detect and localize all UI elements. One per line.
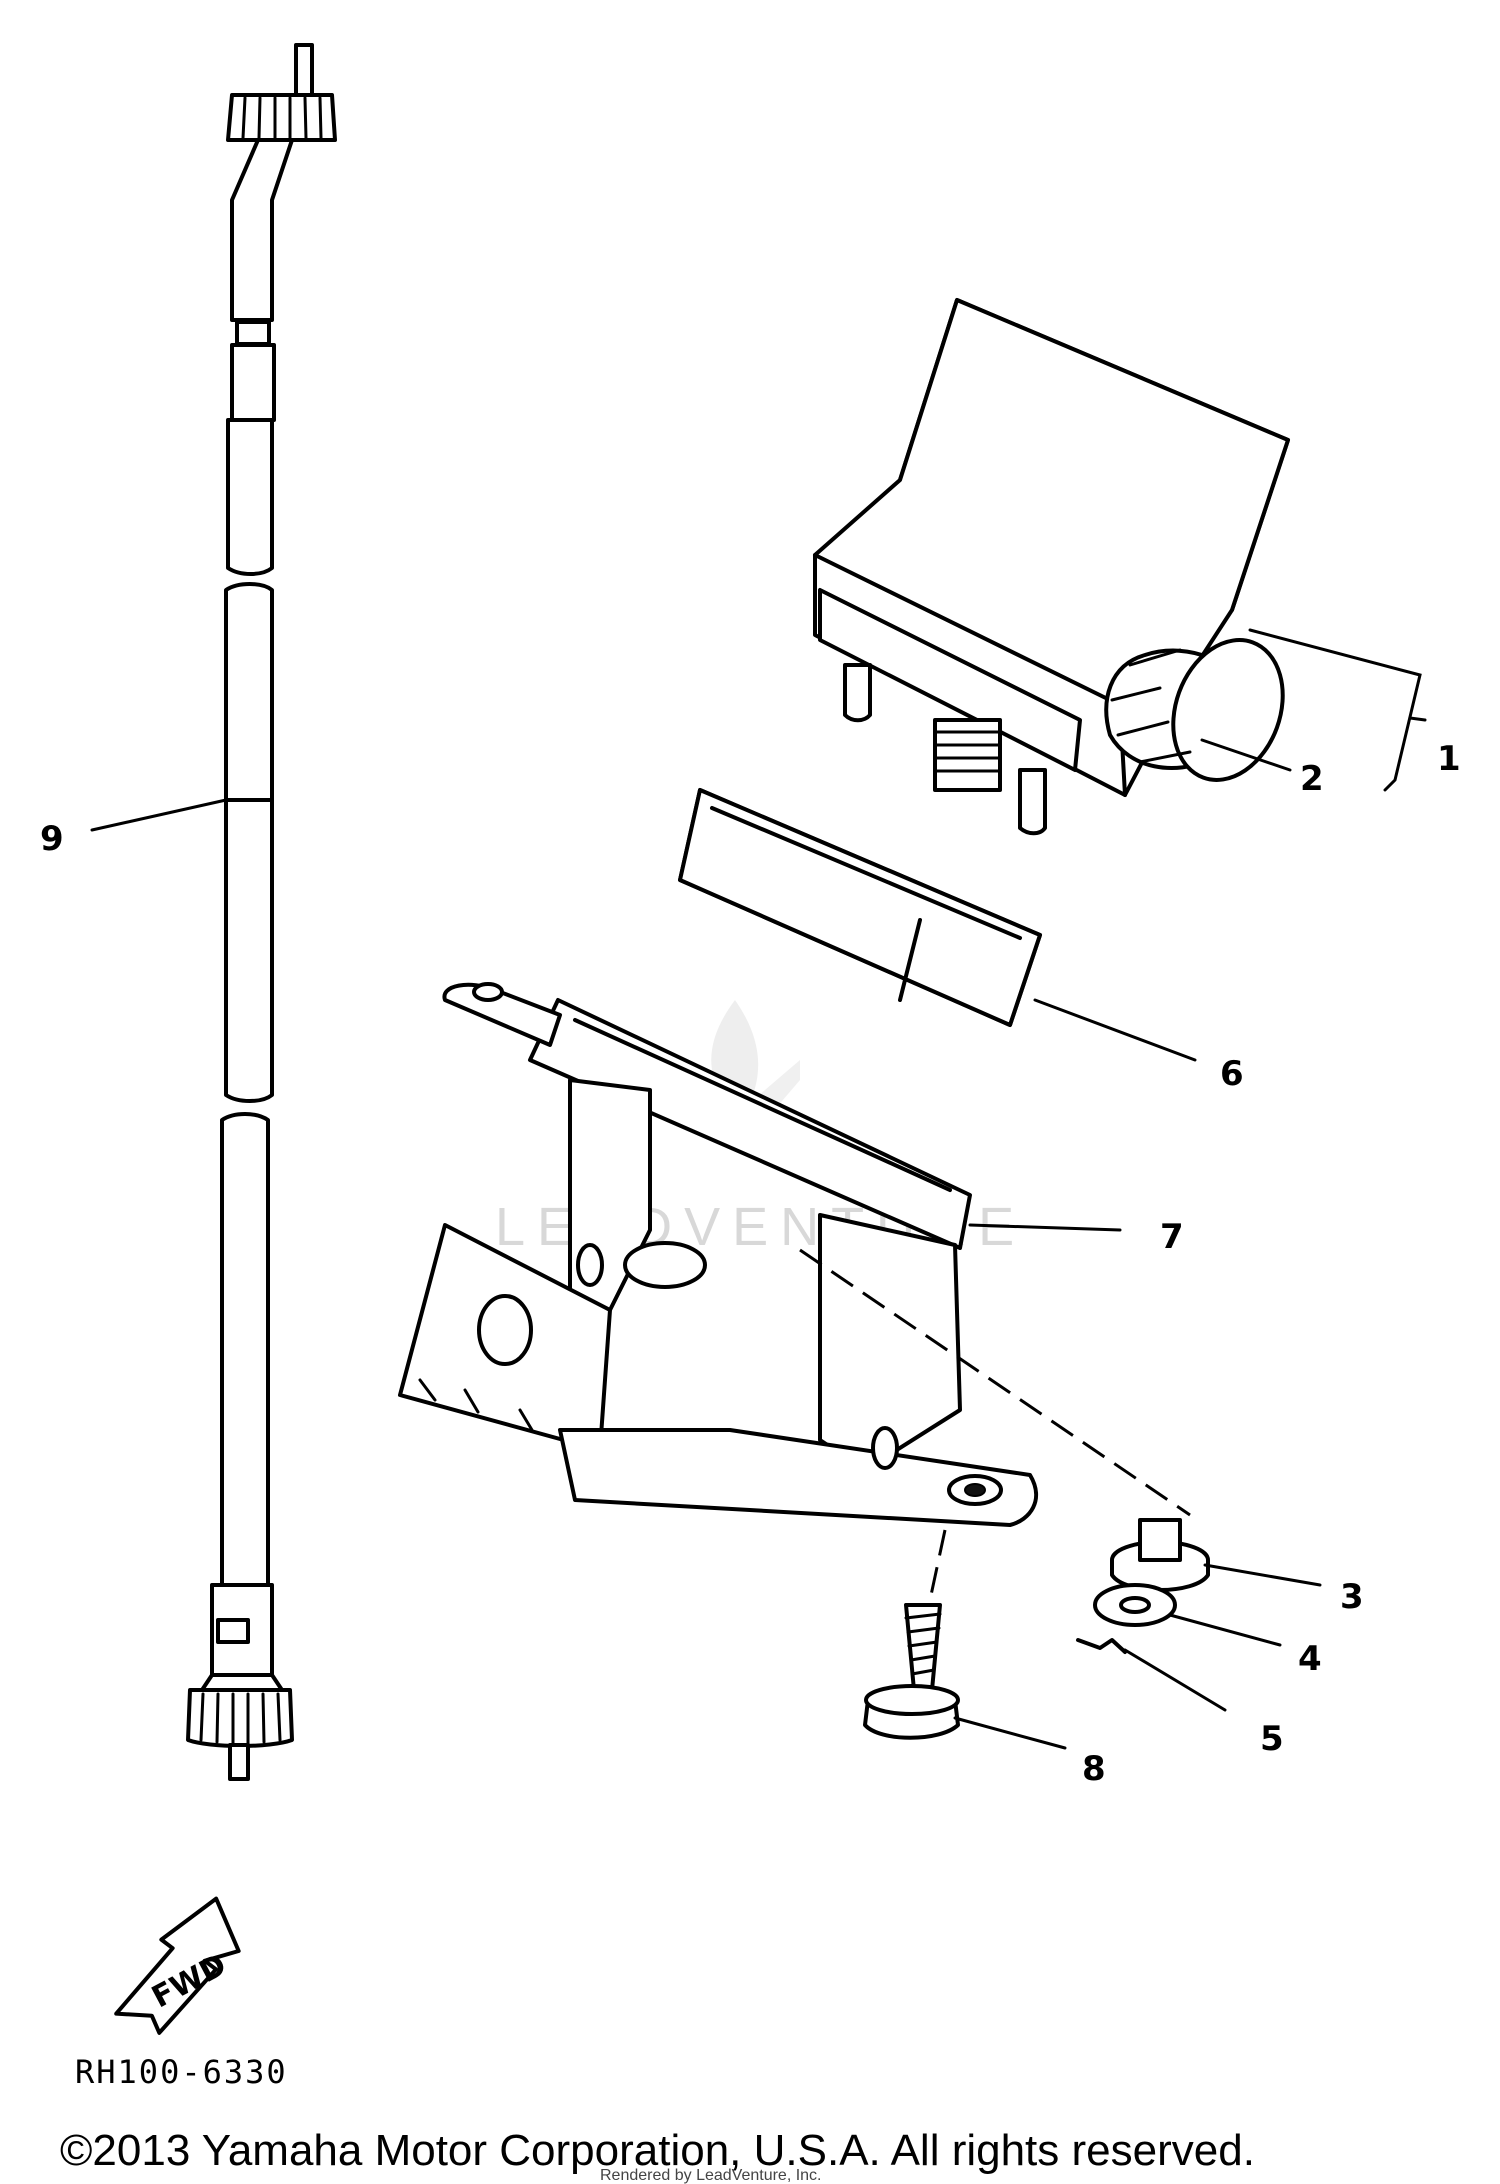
fwd-arrow-icon: FWD [114,1896,241,2035]
callout-5: 5 [1260,1719,1284,1759]
diagram-code: RH100-6330 [75,2053,288,2091]
speedometer-assembly [813,298,1290,836]
callout-7: 7 [1160,1217,1184,1257]
callout-2: 2 [1300,759,1324,799]
leader-lines [90,628,1427,1750]
clip [1076,1638,1127,1654]
assembly-line-bolt [928,1529,947,1601]
callout-9: 9 [40,819,64,859]
washer [1093,1583,1177,1627]
callout-6: 6 [1220,1054,1244,1094]
callout-4: 4 [1298,1639,1322,1679]
meter-bracket [398,982,1038,1527]
assembly-line-grommet [799,1248,1191,1517]
callout-3: 3 [1340,1577,1364,1617]
speedometer-cable [186,43,337,1781]
bolt [863,1603,960,1740]
callout-1: 1 [1437,739,1461,779]
rendered-by-notice: Rendered by LeadVenture, Inc. [600,2167,822,2184]
reset-knob [1104,638,1285,782]
grommet [1110,1518,1210,1592]
copyright-notice: ©2013 Yamaha Motor Corporation, U.S.A. A… [60,2126,1255,2175]
callout-8: 8 [1082,1749,1106,1789]
meter-cushion [678,788,1042,1027]
